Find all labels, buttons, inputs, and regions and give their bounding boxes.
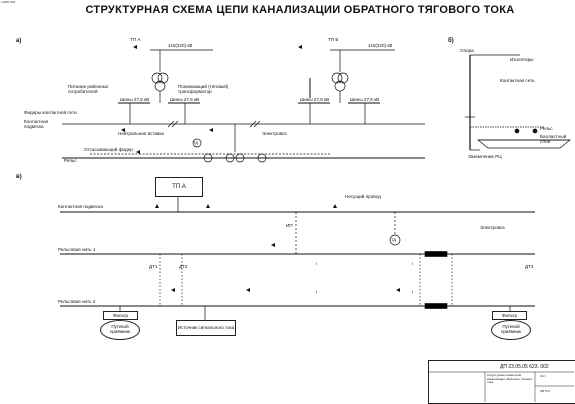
current-mark-3: I <box>412 261 414 266</box>
ip-label: ИП <box>286 223 293 228</box>
feeders-label: Фидеры контактной сети <box>24 110 77 115</box>
rail-1-label: Рельсовая нить 1 <box>58 247 96 252</box>
td-circle-a <box>192 138 202 148</box>
td-mark-a: ТД <box>193 140 199 145</box>
filter-left-box: Фильтр <box>103 311 138 320</box>
neutral-break-3 <box>249 120 257 128</box>
transformer-label: Понижающий (тяговый) трансформатор <box>178 84 229 95</box>
panel-c-letter: в) <box>16 174 22 180</box>
catenary-label-c: Контактная подвеска <box>58 204 103 209</box>
current-mark-1: I <box>316 261 318 266</box>
grounding-label: Заземление РЦ <box>468 154 502 159</box>
current-mark-4: I <box>412 289 414 294</box>
rail-label-b: Рельс <box>540 126 553 131</box>
wheel-2 <box>225 153 235 163</box>
contact-network-label: Контактная сеть <box>500 78 535 83</box>
arrow-c-4 <box>271 243 275 247</box>
rails-label-a: Рельс <box>64 158 77 163</box>
dt2-label: ДТ2 <box>179 264 188 269</box>
arrow-c-5 <box>171 288 175 292</box>
neutral-break-1 <box>167 120 175 128</box>
bus-label-3: Шины 27,5 кВ <box>300 97 330 102</box>
locomotive-label-a: Электровоз <box>262 131 287 136</box>
arrow-a-5 <box>136 150 140 154</box>
stamp-code: ДП 23.05.05 623. 002 <box>500 364 549 370</box>
transformer-a-coil-1 <box>151 72 163 84</box>
neutral-break-2 <box>171 120 179 128</box>
arrow-c-7 <box>396 288 400 292</box>
wheel-3 <box>235 153 245 163</box>
neutral-insert-label: Нейтральная вставка <box>118 131 164 136</box>
tp-a-box: ТП А <box>155 177 203 197</box>
voltage-b-label: 110(220) кВ <box>368 43 393 48</box>
arrow-c-6 <box>246 288 250 292</box>
arrow-a-1 <box>133 45 137 49</box>
filter-right-box: Фильтр <box>492 311 527 320</box>
rail-2-label: Рельсовая нить 2 <box>58 299 96 304</box>
signal-source-box: Источник сигнального тока <box>176 320 236 336</box>
rail-head-right <box>532 128 538 134</box>
voltage-a-label: 110(220) кВ <box>168 43 193 48</box>
arrow-c-1 <box>155 204 159 208</box>
current-mark-2: I <box>316 289 318 294</box>
catenary-label-a: Контактная подвеска <box>24 119 49 130</box>
bus-label-2: Шины 27,5 кВ <box>170 97 200 102</box>
rail-joint-2 <box>424 303 448 309</box>
neutral-break-4 <box>253 120 261 128</box>
transformer-a-coil-3 <box>154 80 166 92</box>
track-receiver-right: Путевой приёмник <box>491 320 531 340</box>
arrow-a-2 <box>298 45 302 49</box>
td-circle-c <box>389 234 401 246</box>
td-mark-c: ТД <box>391 237 397 242</box>
stamp-org: ДВГУПС <box>540 390 551 393</box>
corner-code: КНВМ 989 <box>1 0 16 4</box>
locomotive-label-c: Электровоз <box>480 225 505 230</box>
panel-b-letter: б) <box>448 38 454 44</box>
arrow-c-3 <box>333 204 337 208</box>
track-receiver-left: Путевой приёмник <box>100 320 140 340</box>
transformer-b-coil-1 <box>331 72 343 84</box>
current-arrows <box>121 45 400 292</box>
rail-head-left <box>514 128 520 134</box>
insulators-label: Изоляторы <box>510 57 534 62</box>
messenger-label: Несущий провод <box>345 194 381 199</box>
wheel-4 <box>257 153 267 163</box>
page-title: СТРУКТУРНАЯ СХЕМА ЦЕПИ КАНАЛИЗАЦИИ ОБРАТ… <box>85 4 515 16</box>
power-feed-label: Питание районных потребителей <box>68 84 109 95</box>
bus-label-4: Шины 27,5 кВ <box>350 97 380 102</box>
support-label: Опора <box>460 48 474 53</box>
tp-a-label: ТП А <box>130 37 141 42</box>
ballast-layer <box>477 139 571 149</box>
stamp-note: Лист <box>540 375 546 378</box>
arrow-c-2 <box>206 204 210 208</box>
stamp-title: Структурная схема цепи канализации обрат… <box>487 373 533 385</box>
bus-label-1: Шины 27,5 кВ <box>120 97 150 102</box>
dt1-label: ДТ1 <box>149 264 158 269</box>
arrow-a-4 <box>209 128 213 132</box>
transformer-b-coil-3 <box>334 80 346 92</box>
arrow-a-3 <box>121 128 125 132</box>
rail-joint-1 <box>424 251 448 257</box>
transformer-a-coil-2 <box>157 72 169 84</box>
dt3-label: ДТ3 <box>525 264 534 269</box>
wheel-1 <box>203 153 213 163</box>
tp-b-label: ТП Б <box>328 37 339 42</box>
suction-feeder-label: Отсасывающий фидер <box>84 147 133 152</box>
ballast-label: Балластный слой <box>540 134 567 145</box>
panel-a-letter: а) <box>16 38 22 44</box>
transformer-b-coil-2 <box>337 72 349 84</box>
